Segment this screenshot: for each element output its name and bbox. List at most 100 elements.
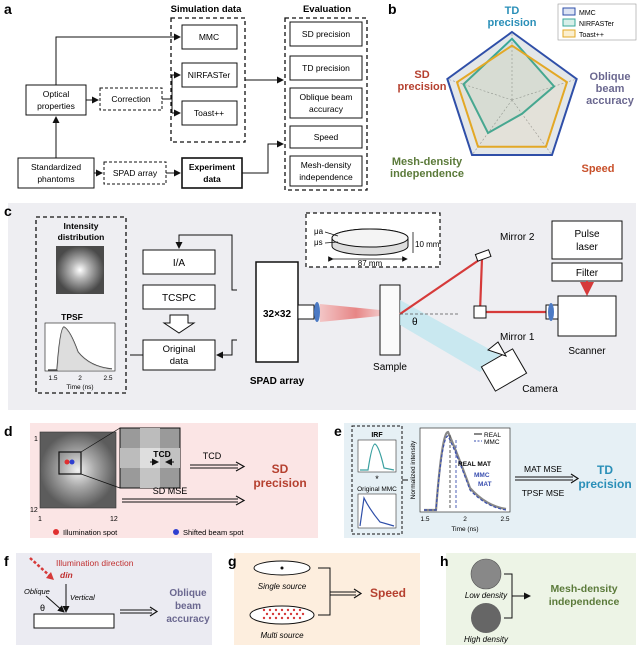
sd-result-2: precision: [253, 476, 306, 490]
zoom-region: [58, 451, 82, 475]
panel-e-label: e: [334, 423, 342, 439]
mmc-mat-1: MMC: [474, 472, 490, 479]
mirror2-label: Mirror 2: [500, 232, 535, 243]
spad-array-a: SPAD array: [113, 168, 158, 178]
source-dot: [283, 612, 287, 616]
spad-box: [255, 261, 299, 363]
radar-axis-label: precision: [488, 17, 537, 29]
panel-b-label: b: [388, 1, 397, 17]
td-result-2: precision: [578, 477, 631, 491]
tcspc-box: [142, 284, 216, 310]
tpsf-xlabel: Time (ns): [66, 384, 93, 391]
phantoms-2: phantoms: [37, 174, 74, 184]
radar-axis-label: precision: [398, 81, 447, 93]
mirror-1: [473, 305, 487, 319]
optical-2: properties: [37, 101, 75, 111]
mmc-label: MMC: [199, 32, 219, 42]
td-precision-box: [289, 55, 363, 81]
optical-1: Optical: [43, 89, 70, 99]
sd-precision-box: [289, 21, 363, 47]
mmc-mat-2: MAT: [478, 481, 492, 488]
scanner-box: [557, 295, 617, 337]
mesh-eval-2: independence: [299, 172, 353, 182]
radar-axis-label: beam: [596, 83, 625, 95]
illumination-spot: [64, 459, 70, 465]
legend-shift-dot: [173, 529, 179, 535]
toast-label: Toast++: [194, 108, 224, 118]
source-dot: [265, 612, 269, 616]
tpsf-plot: 1.5 2 2.5 Time (ns): [44, 322, 116, 391]
experiment-1: Experiment: [189, 162, 235, 172]
panel-a: a Simulation data Evaluation MMC NIRFAST…: [4, 1, 368, 191]
legend-toast: Toast++: [579, 32, 604, 39]
oblique-result-3: accuracy: [166, 614, 210, 625]
camera: [480, 341, 528, 392]
zoom-inset: [119, 427, 181, 489]
low-density: Low density: [465, 591, 508, 600]
experiment-2: data: [203, 174, 221, 184]
radar-axis-label: accuracy: [586, 95, 635, 107]
radar-axis-labels: TDprecisionObliquebeamaccuracySpeedMesh-…: [390, 5, 635, 180]
mesh-eval-1: Mesh-density: [301, 160, 352, 170]
spad-lens-mount: [297, 304, 315, 320]
shifted-beam-spot: [69, 459, 75, 465]
panel-b: b TDprecisionObliquebeamaccuracySpeedMes…: [388, 1, 637, 180]
tcd-arrow-label: TCD: [203, 451, 222, 461]
scanner-label: Scanner: [568, 346, 606, 357]
phantoms-1: Standardized: [31, 162, 81, 172]
thickness: 10 mm: [415, 240, 440, 249]
speed-box: [289, 125, 363, 149]
legend-swatch-mmc: [562, 7, 576, 16]
radar-axis-label: TD: [505, 5, 520, 17]
vertical-label: Vertical: [70, 593, 95, 602]
original-1: Original: [163, 344, 196, 355]
oblique-box: [289, 87, 363, 119]
radar-axis-label: Speed: [581, 163, 614, 175]
correction-label: Correction: [111, 94, 150, 104]
tpsf-tick-3: 2.5: [103, 375, 112, 382]
speed-eval: Speed: [314, 132, 339, 142]
multi-source-dots: [262, 608, 305, 620]
oblique-result-2: beam: [175, 601, 201, 612]
source-dot: [280, 616, 284, 620]
source-dot: [268, 608, 272, 612]
real-mat: REAL MAT: [458, 461, 491, 468]
e-ylabel: Normalized intensity: [410, 440, 417, 499]
panel-g-label: g: [228, 553, 237, 569]
e-tick-3: 2.5: [500, 516, 509, 523]
tpsf-tick-2: 2: [78, 375, 82, 382]
pulse-2: laser: [576, 242, 598, 253]
irf-label: IRF: [371, 432, 383, 439]
td-result-1: TD: [597, 463, 613, 477]
panel-g: g Single source Multi source Speed: [228, 553, 420, 645]
panel-c-wires: [175, 234, 237, 359]
panel-f-label: f: [4, 553, 9, 569]
mu-s: μs: [314, 238, 323, 247]
d-axis-x12: 12: [110, 516, 118, 523]
source-dot: [277, 612, 281, 616]
filter-label: Filter: [576, 268, 599, 279]
source-dot: [295, 612, 299, 616]
source-dot: [274, 608, 278, 612]
e-tick-2: 2: [463, 516, 467, 523]
ia-label: I/A: [173, 258, 186, 269]
mesh-result-2: independence: [549, 596, 620, 608]
source-dot: [292, 616, 296, 620]
irf-box: [351, 425, 403, 535]
source-dot: [298, 616, 302, 620]
mirror1-label: Mirror 1: [500, 332, 535, 343]
scanner-lens: [548, 303, 554, 321]
spad-array-label: SPAD array: [250, 376, 305, 387]
panel-h: h Low density High density Mesh-density …: [440, 553, 636, 645]
spad-size: 32×32: [263, 309, 292, 320]
sd-mse-label: SD MSE: [153, 486, 188, 496]
source-dot: [289, 612, 293, 616]
source-dot: [301, 612, 305, 616]
theta-c: θ: [412, 317, 418, 328]
tpsf-compare-plot: REAL MMC REAL MAT MMC MAT 1.5 2 2.5 Time…: [410, 427, 511, 533]
d-axis-x1: 1: [38, 516, 42, 523]
source-dot: [271, 612, 275, 616]
radar-series-nirfaster: [462, 37, 556, 135]
toast-box: [181, 100, 238, 126]
